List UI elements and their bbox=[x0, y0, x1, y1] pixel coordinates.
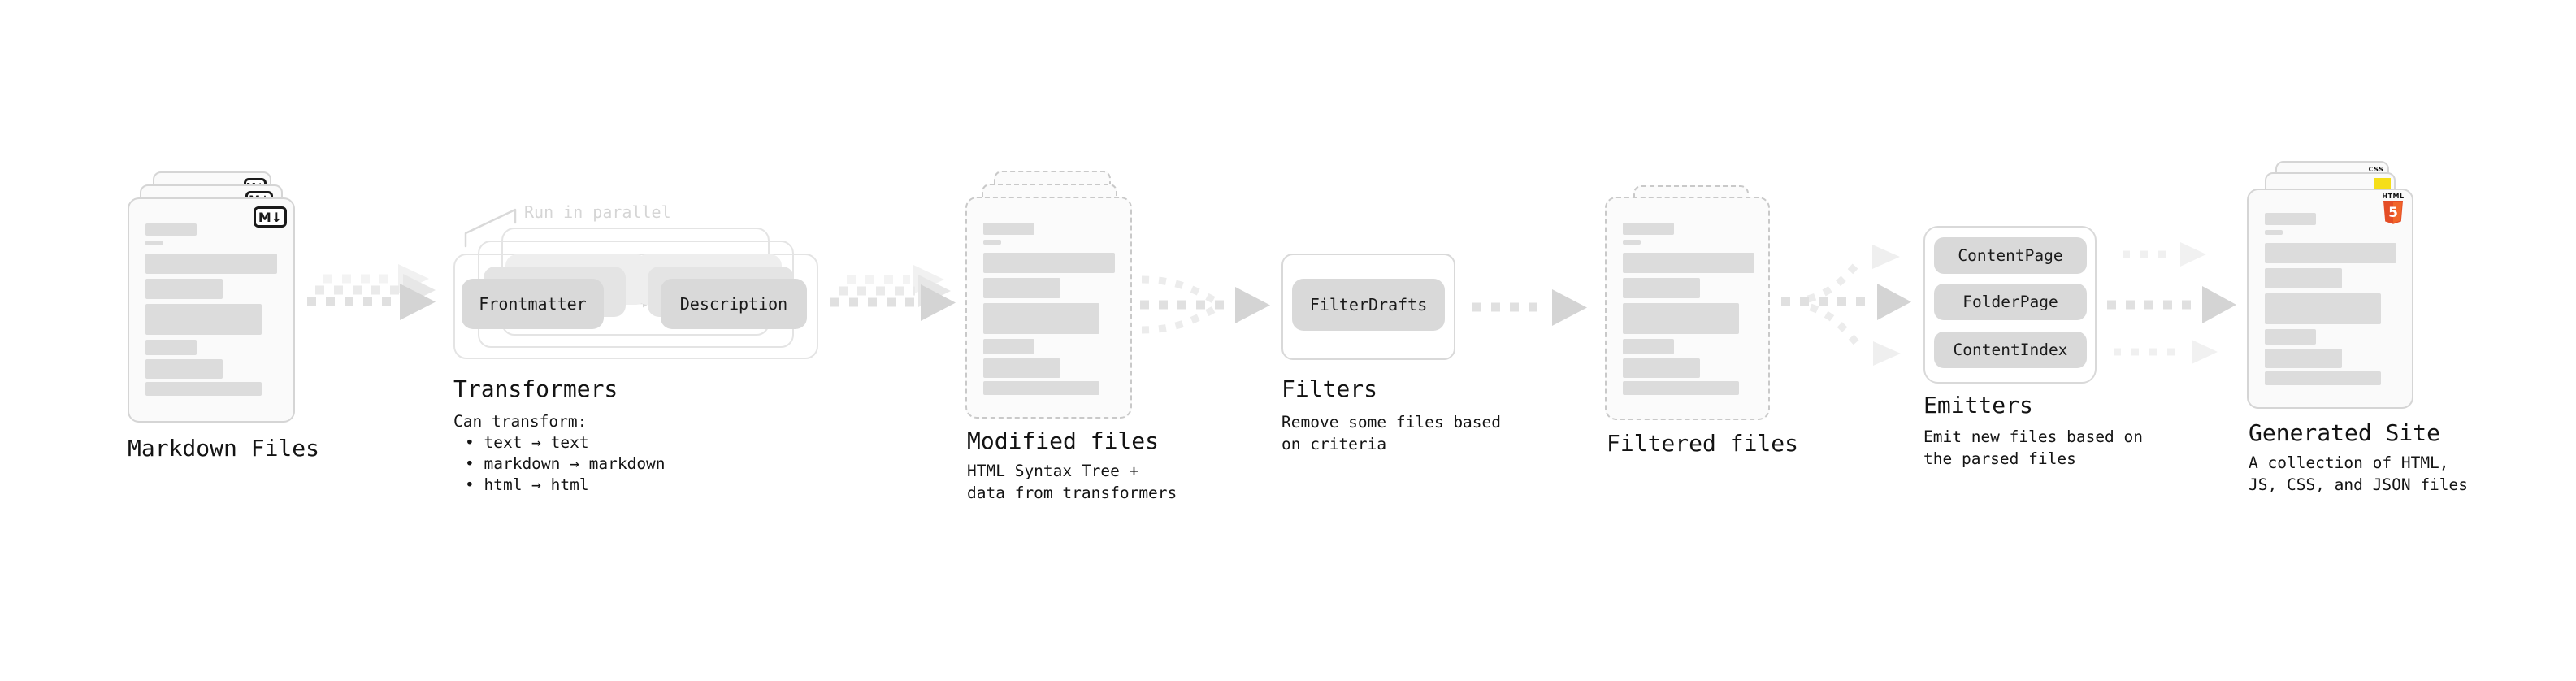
js-file-icon bbox=[2374, 178, 2391, 191]
caption-line: the parsed files bbox=[1923, 449, 2076, 468]
caption-line: A collection of HTML, bbox=[2249, 453, 2449, 472]
transformers-caption: Can transform: • text → text • markdown … bbox=[453, 411, 666, 496]
emitters-caption: Emit new files based on the parsed files bbox=[1923, 426, 2143, 470]
arrow-emitters-to-generated bbox=[2107, 242, 2236, 364]
placeholder-text-bars bbox=[2265, 213, 2396, 385]
arrow-modified-to-filters bbox=[1140, 275, 1270, 334]
caption-line: Emit new files based on bbox=[1923, 427, 2144, 446]
caption-line: JS, CSS, and JSON files bbox=[2249, 475, 2469, 494]
filterdrafts-pill: FilterDrafts bbox=[1292, 279, 1445, 331]
contentindex-pill: ContentIndex bbox=[1934, 332, 2087, 368]
stage-title-modified-files: Modified files bbox=[967, 427, 1160, 454]
caption-line: on criteria bbox=[1281, 435, 1387, 453]
modified-files-caption: HTML Syntax Tree + data from transformer… bbox=[967, 460, 1177, 504]
placeholder-text-bars bbox=[145, 223, 277, 396]
run-in-parallel-label: Run in parallel bbox=[524, 202, 671, 222]
stage-title-transformers: Transformers bbox=[453, 375, 618, 402]
html5-shield-shape bbox=[2383, 201, 2403, 224]
arrow-transformers-to-modified bbox=[830, 265, 956, 321]
placeholder-text-bars bbox=[1623, 223, 1754, 395]
stage-title-markdown-files: Markdown Files bbox=[128, 435, 320, 462]
placeholder-text-bars bbox=[983, 223, 1115, 395]
caption-bullet: • markdown → markdown bbox=[465, 454, 666, 473]
filters-caption: Remove some files based on criteria bbox=[1281, 411, 1501, 455]
html5-file-icon: HTML 5 bbox=[2382, 193, 2405, 224]
stage-title-emitters: Emitters bbox=[1923, 392, 2033, 419]
caption-line: data from transformers bbox=[967, 484, 1177, 502]
folderpage-pill: FolderPage bbox=[1934, 284, 2087, 320]
caption-line: Remove some files based bbox=[1281, 413, 1502, 432]
markdown-icon: M↓ bbox=[254, 206, 287, 228]
caption-line: HTML Syntax Tree + bbox=[967, 462, 1139, 480]
contentpage-pill: ContentPage bbox=[1934, 237, 2087, 274]
document-card: M↓ bbox=[128, 197, 295, 423]
caption-bullet: • text → text bbox=[465, 433, 589, 452]
caption-heading: Can transform: bbox=[453, 412, 588, 431]
arrow-markdown-to-transformers bbox=[307, 264, 436, 320]
frontmatter-pill: Frontmatter bbox=[462, 279, 604, 329]
stage-title-generated-site: Generated Site bbox=[2249, 419, 2441, 446]
arrow-filtered-to-emitters bbox=[1781, 245, 1911, 366]
arrow-filters-to-filtered bbox=[1472, 289, 1587, 326]
caption-bullet: • html → html bbox=[465, 475, 589, 494]
description-pill: Description bbox=[661, 279, 807, 329]
stage-title-filtered-files: Filtered files bbox=[1607, 430, 1799, 457]
document-card-dashed bbox=[1605, 197, 1770, 420]
document-card-dashed bbox=[965, 197, 1132, 419]
generated-site-caption: A collection of HTML, JS, CSS, and JSON … bbox=[2249, 452, 2468, 496]
document-card: HTML 5 bbox=[2247, 189, 2413, 409]
stage-title-filters: Filters bbox=[1281, 375, 1378, 402]
